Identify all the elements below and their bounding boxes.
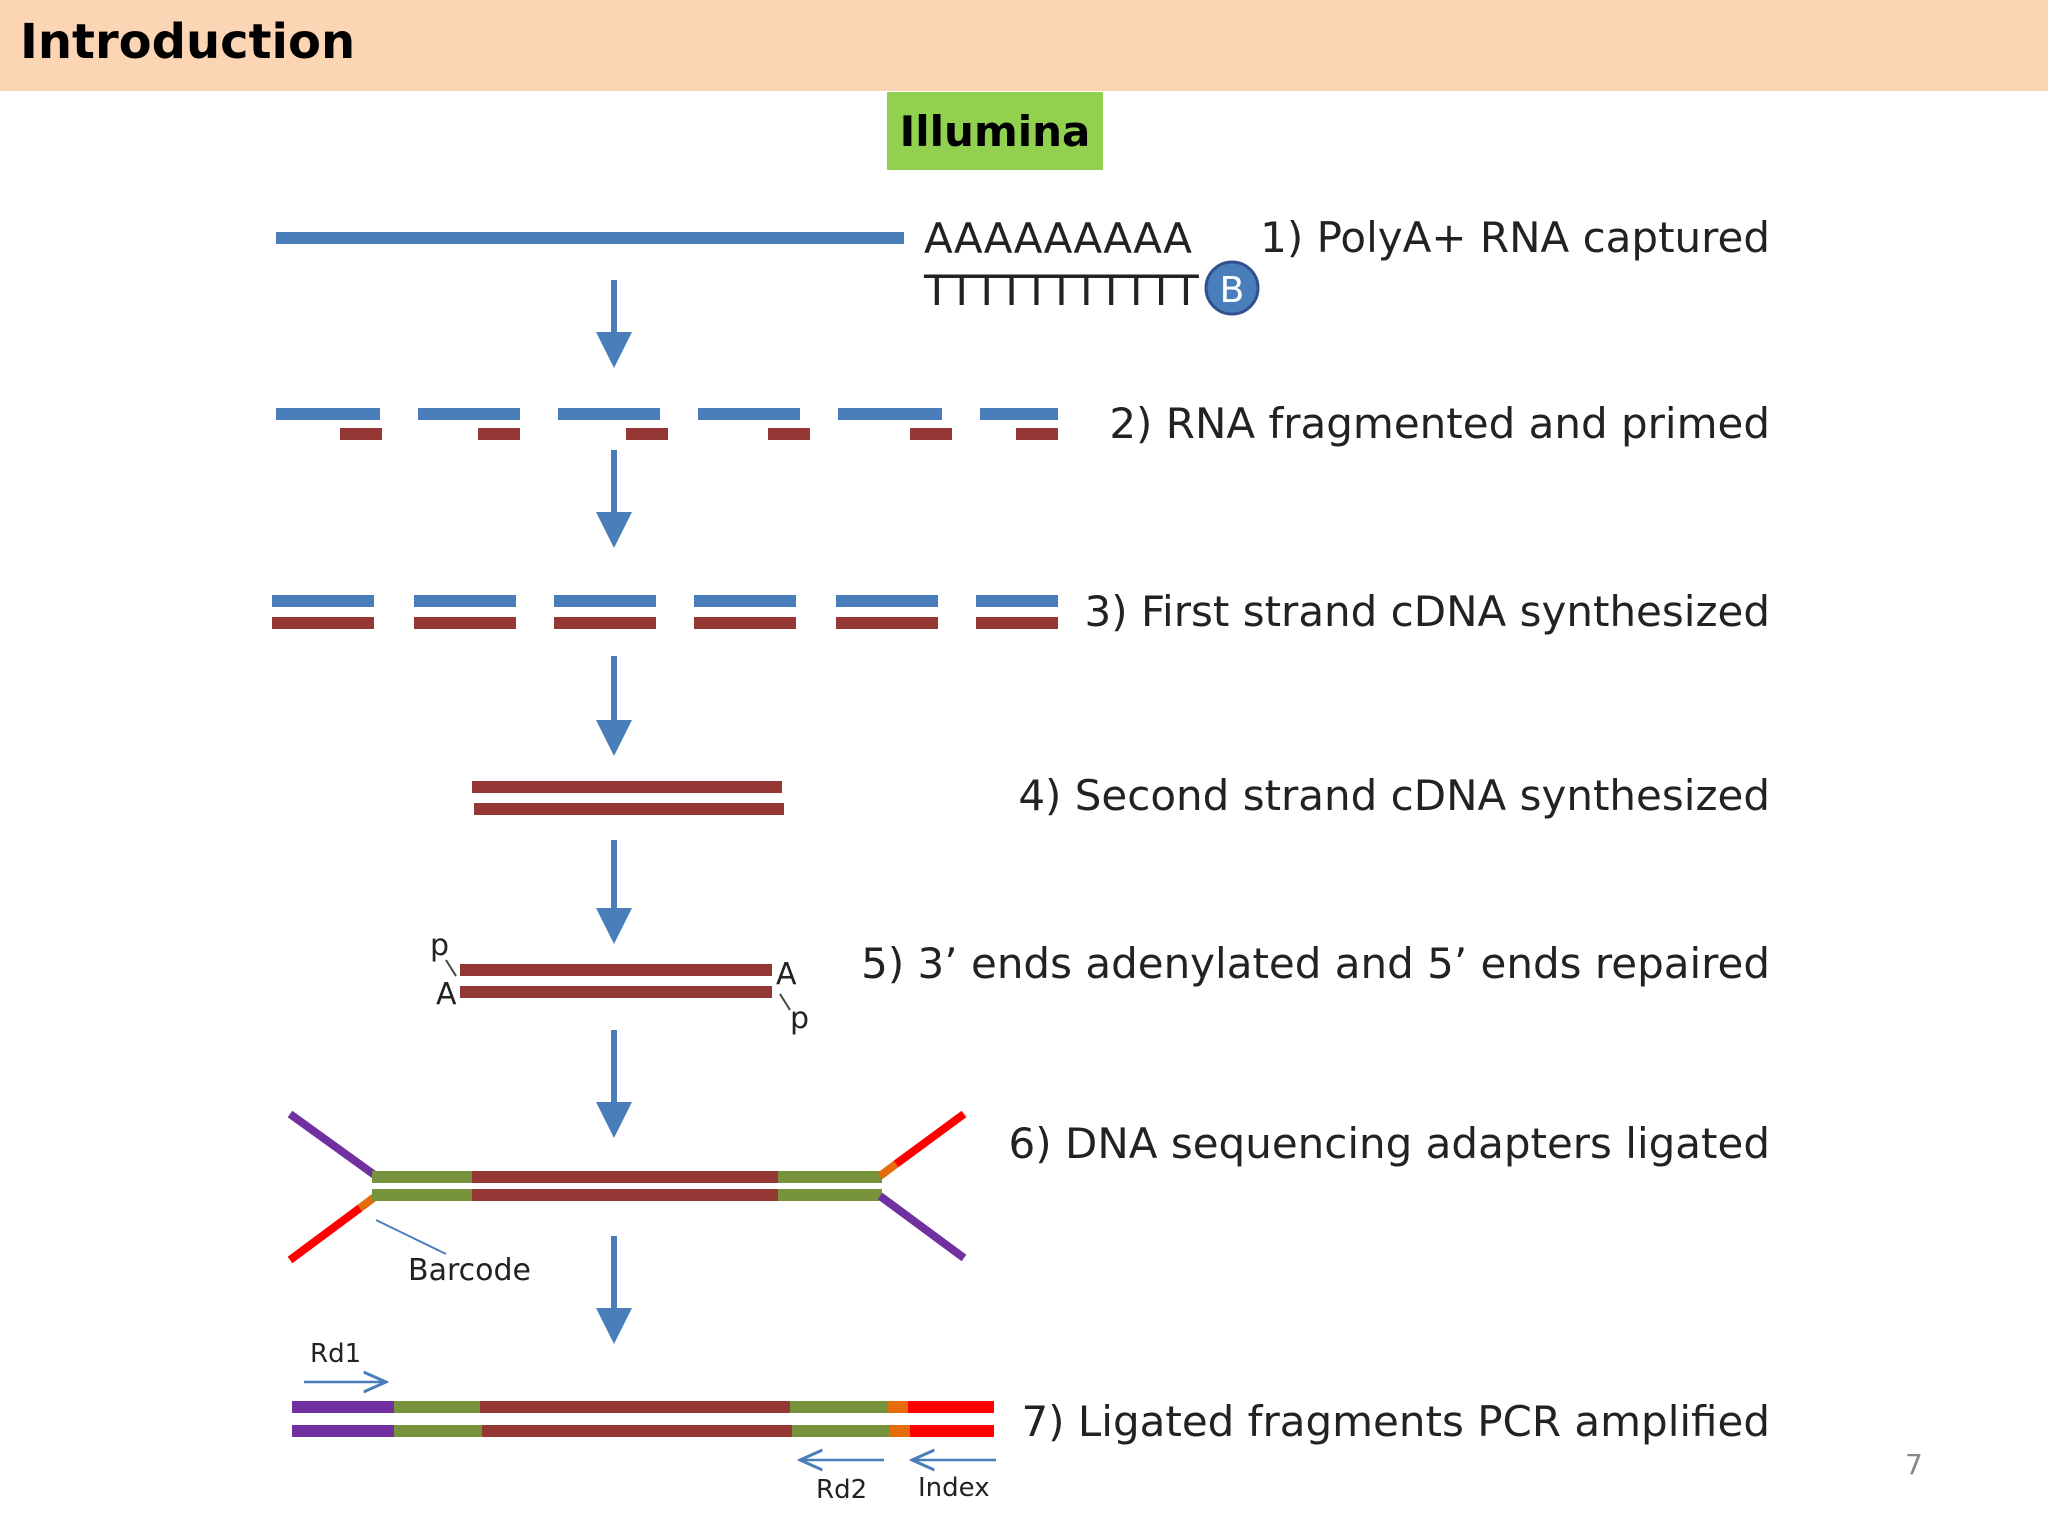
adenine-right-label: A (776, 957, 797, 992)
step6-graphic: Barcode (287, 1110, 967, 1288)
step3-label: 3) First strand cDNA synthesized (1085, 587, 1771, 636)
step2-label: 2) RNA fragmented and primed (1109, 399, 1770, 448)
platform-badge: Illumina (887, 92, 1103, 170)
step1-graphic: AAAAAAAAA TTTTTTTTTTT B (276, 214, 1260, 316)
phosphate-left-label: p (430, 928, 449, 963)
page-number: 7 (1905, 1448, 1923, 1481)
adapter-purple-left (287, 1110, 379, 1180)
polyt-sequence: TTTTTTTTTTT (923, 266, 1199, 315)
index-label: Index (918, 1473, 990, 1503)
step3-graphic (272, 595, 1058, 629)
rd1-label: Rd1 (310, 1339, 361, 1369)
biotin-bead-icon (1204, 260, 1260, 316)
polya-sequence: AAAAAAAAA (924, 214, 1192, 263)
step7-label: 7) Ligated fragments PCR amplified (1021, 1397, 1770, 1446)
rd2-label: Rd2 (816, 1475, 867, 1505)
barcode-label: Barcode (408, 1253, 531, 1288)
adapter-red-right (893, 1110, 967, 1168)
step2-graphic (276, 408, 1058, 440)
phosphate-right-label: p (790, 1001, 809, 1036)
step4-label: 4) Second strand cDNA synthesized (1018, 771, 1770, 820)
bead-label: B (1220, 270, 1245, 311)
step4-graphic (472, 781, 784, 815)
adapter-red-left (287, 1204, 363, 1264)
step6-label: 6) DNA sequencing adapters ligated (1009, 1119, 1770, 1168)
step7-graphic: Rd1 Rd2 Index (292, 1339, 996, 1505)
step5-label: 5) 3’ ends adenylated and 5’ ends repair… (861, 939, 1770, 988)
header-bar: Introduction (0, 0, 2048, 91)
adapter-purple-right (877, 1192, 967, 1262)
slide-title: Introduction (20, 14, 356, 70)
barcode-pointer (375, 1219, 447, 1255)
step1-label: 1) PolyA+ RNA captured (1260, 213, 1770, 262)
adenine-left-label: A (436, 977, 457, 1012)
step5-graphic: p A A p (430, 928, 809, 1036)
